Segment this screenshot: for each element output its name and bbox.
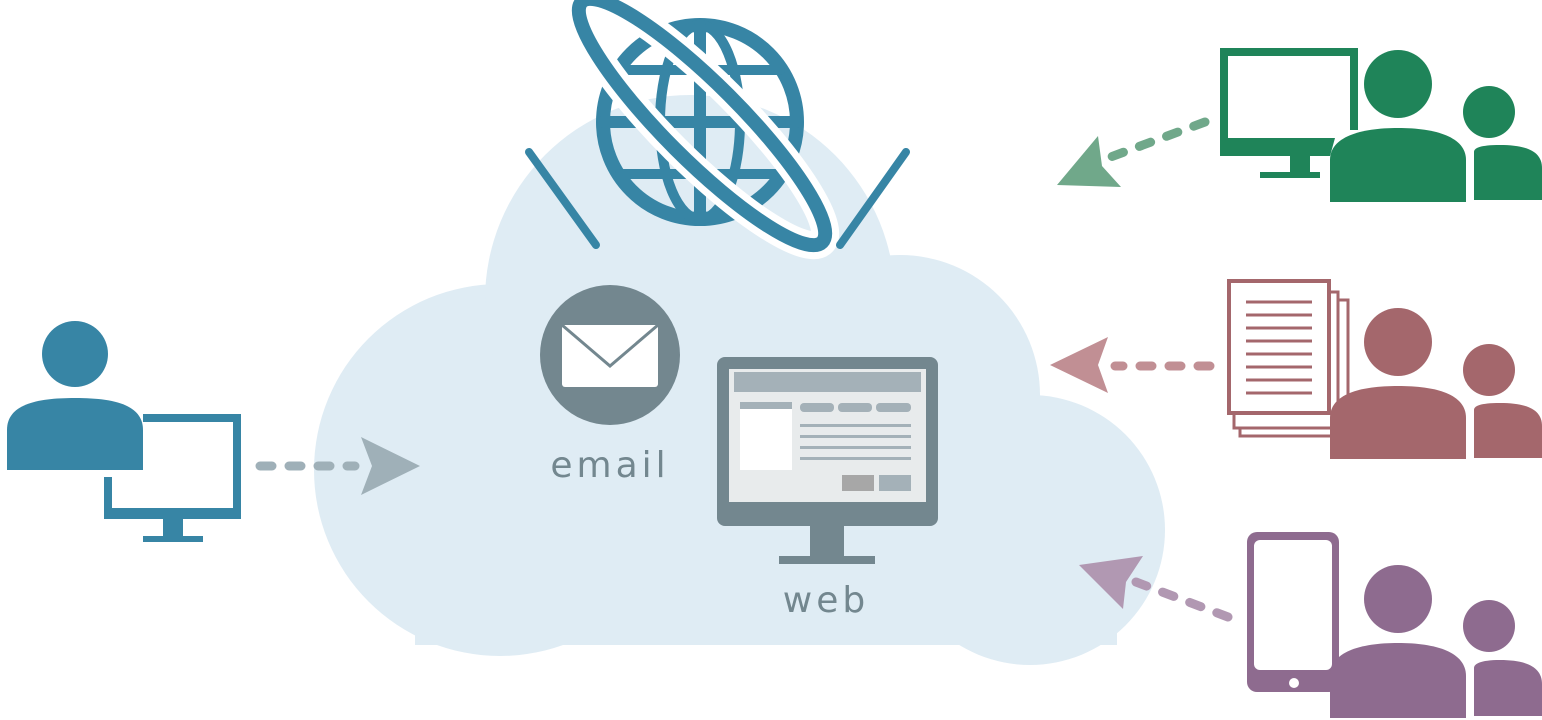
users-tablet-icon	[1247, 532, 1542, 718]
monitor-webpage-icon	[717, 357, 938, 564]
web-label: web	[783, 580, 869, 621]
bottom-right-arrow	[1079, 556, 1233, 622]
top-right-arrow	[1057, 117, 1210, 187]
user-desktop-icon	[7, 321, 241, 542]
left-arrow	[255, 437, 420, 495]
email-label: email	[550, 445, 669, 486]
users-desktop-icon	[1220, 48, 1542, 202]
envelope-icon	[540, 285, 680, 425]
globe-icon	[525, 0, 910, 260]
users-documents-icon	[1227, 279, 1542, 459]
middle-right-arrow	[1050, 337, 1215, 393]
